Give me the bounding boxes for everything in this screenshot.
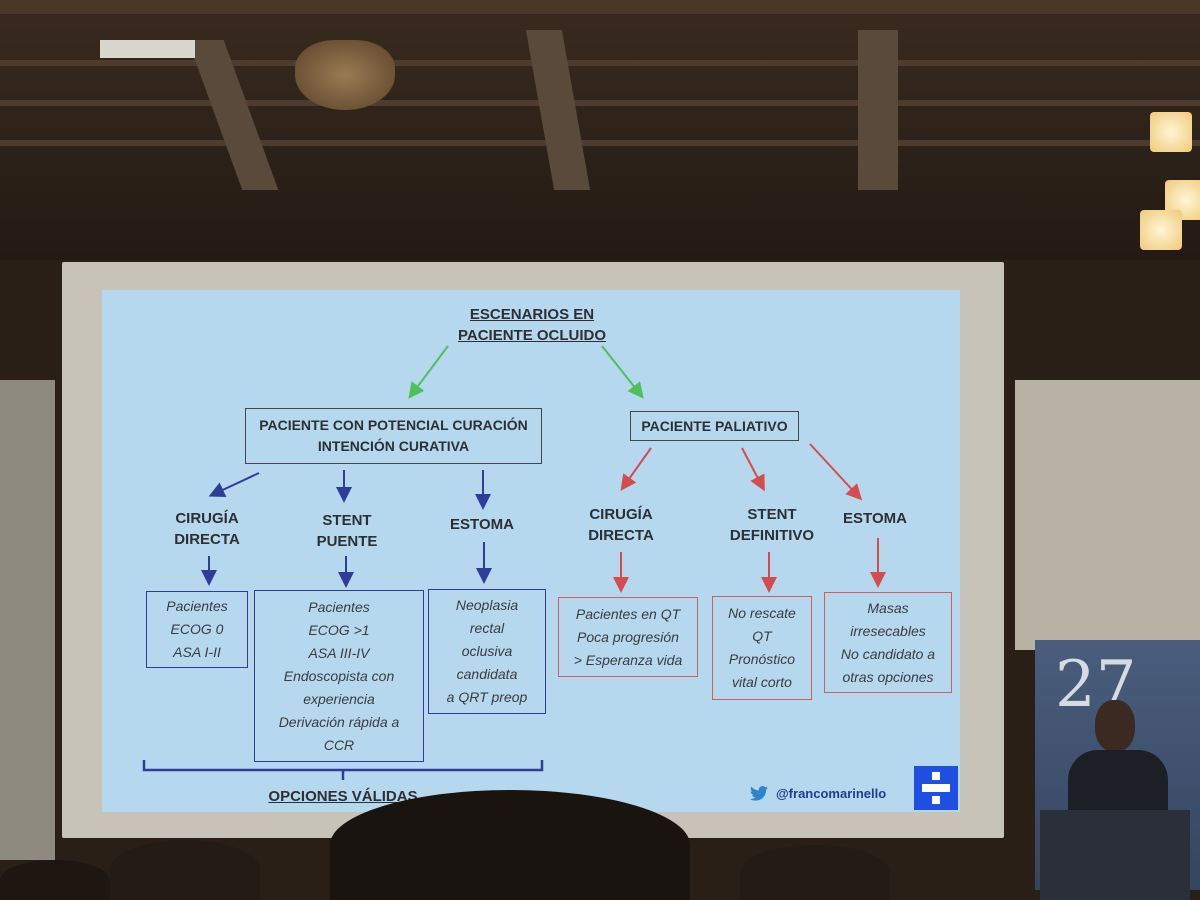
rafter <box>525 30 591 190</box>
option-label-line1: ESTOMA <box>450 516 514 533</box>
palliative-patient-box: PACIENTE PALIATIVO <box>630 411 799 441</box>
arrow-to-palliative <box>601 345 644 399</box>
valid-options-label: OPCIONES VÁLIDAS <box>268 788 418 805</box>
slide: ESCENARIOS EN PACIENTE OCLUIDO PACIENTE … <box>102 290 960 812</box>
rafter <box>858 30 898 190</box>
criteria-line: Neoplasia <box>455 597 519 613</box>
audience-head <box>740 845 890 900</box>
option-label-line1: ESTOMA <box>843 510 907 527</box>
criteria-line: Masas <box>867 599 909 616</box>
criteria-line: oclusiva <box>461 643 513 659</box>
rafter <box>0 140 1200 146</box>
arrow-to-pal-stoma <box>809 443 863 501</box>
diagram-arrows <box>142 345 886 780</box>
option-pal-direct-surgery: CIRUGÍA DIRECTA <box>566 504 676 546</box>
criteria-line: Pronóstico <box>728 651 796 667</box>
audience-head <box>0 860 110 900</box>
criteria-line: ASA III-IV <box>308 644 370 661</box>
criteria-line: Poca progresión <box>577 628 679 645</box>
curative-patient-box: PACIENTE CON POTENCIAL CURACIÓN INTENCIÓ… <box>245 408 542 464</box>
audience-head <box>110 840 260 900</box>
diagram-title: ESCENARIOS EN PACIENTE OCLUIDO <box>437 304 627 346</box>
option-label-line2: DIRECTA <box>588 527 654 544</box>
criteria-line: Pacientes <box>166 598 228 614</box>
twitter-credit: @francomarinello <box>750 786 886 801</box>
wall-left <box>0 380 55 860</box>
criteria-line: Pacientes <box>308 598 370 615</box>
wall-right <box>1015 380 1200 650</box>
option-bridge-stent: STENT PUENTE <box>292 510 402 552</box>
diagram-title-line2: PACIENTE OCLUIDO <box>457 327 607 344</box>
criteria-line: ASA I-II <box>173 644 221 660</box>
criteria-line: No candidato a <box>840 645 936 662</box>
option-label-line1: STENT <box>747 506 797 523</box>
criteria-box-stent: Pacientes ECOG >1 ASA III-IV Endoscopist… <box>254 590 424 762</box>
criteria-line: No rescate <box>728 605 796 621</box>
option-definitive-stent: STENT DEFINITIVO <box>712 504 832 546</box>
option-label-line1: CIRUGÍA <box>589 506 653 523</box>
ceiling <box>0 0 1200 260</box>
criteria-line: ECOG >1 <box>308 621 370 638</box>
audience-head <box>330 790 690 900</box>
criteria-box-pal-stent: No rescate QT Pronóstico vital corto <box>712 596 812 700</box>
option-label-line1: STENT <box>322 512 372 529</box>
speaker-body <box>1068 750 1168 820</box>
curative-box-line1: PACIENTE CON POTENCIAL CURACIÓN <box>259 417 528 433</box>
criteria-box-pal-stoma: Masas irresecables No candidato a otras … <box>824 592 952 693</box>
option-label-line2: PUENTE <box>316 533 378 550</box>
criteria-box-stoma: Neoplasia rectal oclusiva candidata a QR… <box>428 589 546 714</box>
conference-logo <box>914 766 958 810</box>
criteria-line: > Esperanza vida <box>573 651 683 668</box>
criteria-box-pal-surgery: Pacientes en QT Poca progresión > Espera… <box>558 597 698 677</box>
palliative-box-label: PACIENTE PALIATIVO <box>641 417 788 434</box>
diagram-title-line1: ESCENARIOS EN <box>469 306 595 323</box>
podium <box>1040 810 1190 900</box>
option-label-line2: DIRECTA <box>174 531 240 548</box>
projector <box>100 40 195 58</box>
option-pal-stoma: ESTOMA <box>830 508 920 529</box>
twitter-handle: @francomarinello <box>776 786 887 801</box>
curative-box-line2: INTENCIÓN CURATIVA <box>317 438 470 454</box>
chandelier <box>295 40 395 110</box>
arrow-to-curative <box>408 345 449 399</box>
criteria-box-surgery: Pacientes ECOG 0 ASA I-II <box>146 591 248 668</box>
speaker-head <box>1095 700 1135 752</box>
wall-lamp <box>1150 112 1192 152</box>
criteria-line: experiencia <box>303 690 375 707</box>
option-label-line2: DEFINITIVO <box>729 527 815 544</box>
criteria-line: irresecables <box>850 622 926 639</box>
criteria-line: CCR <box>323 736 355 753</box>
arrow-to-surgery <box>208 472 260 498</box>
rafter <box>0 60 1200 66</box>
arrow-to-pal-surgery <box>620 447 652 491</box>
twitter-bird-icon <box>750 786 768 801</box>
criteria-line: Pacientes en QT <box>575 605 681 622</box>
wall-lamp <box>1140 210 1182 250</box>
option-label-line1: CIRUGÍA <box>175 510 239 527</box>
option-direct-surgery: CIRUGÍA DIRECTA <box>152 508 262 550</box>
rafter <box>0 100 1200 106</box>
options-bracket <box>142 760 544 780</box>
criteria-line: otras opciones <box>842 668 934 685</box>
criteria-line: QT <box>752 628 772 644</box>
criteria-line: candidata <box>456 666 518 682</box>
criteria-line: ECOG 0 <box>170 621 224 637</box>
ceiling-beam <box>0 0 1200 14</box>
criteria-line: a QRT preop <box>446 689 528 705</box>
plus-logo-icon <box>922 772 950 804</box>
criteria-line: vital corto <box>732 674 792 690</box>
criteria-line: Endoscopista con <box>283 667 395 684</box>
option-stoma: ESTOMA <box>432 514 532 535</box>
criteria-line: rectal <box>469 620 505 636</box>
criteria-line: Derivación rápida a <box>278 713 400 730</box>
arrow-to-pal-stent <box>741 447 765 492</box>
